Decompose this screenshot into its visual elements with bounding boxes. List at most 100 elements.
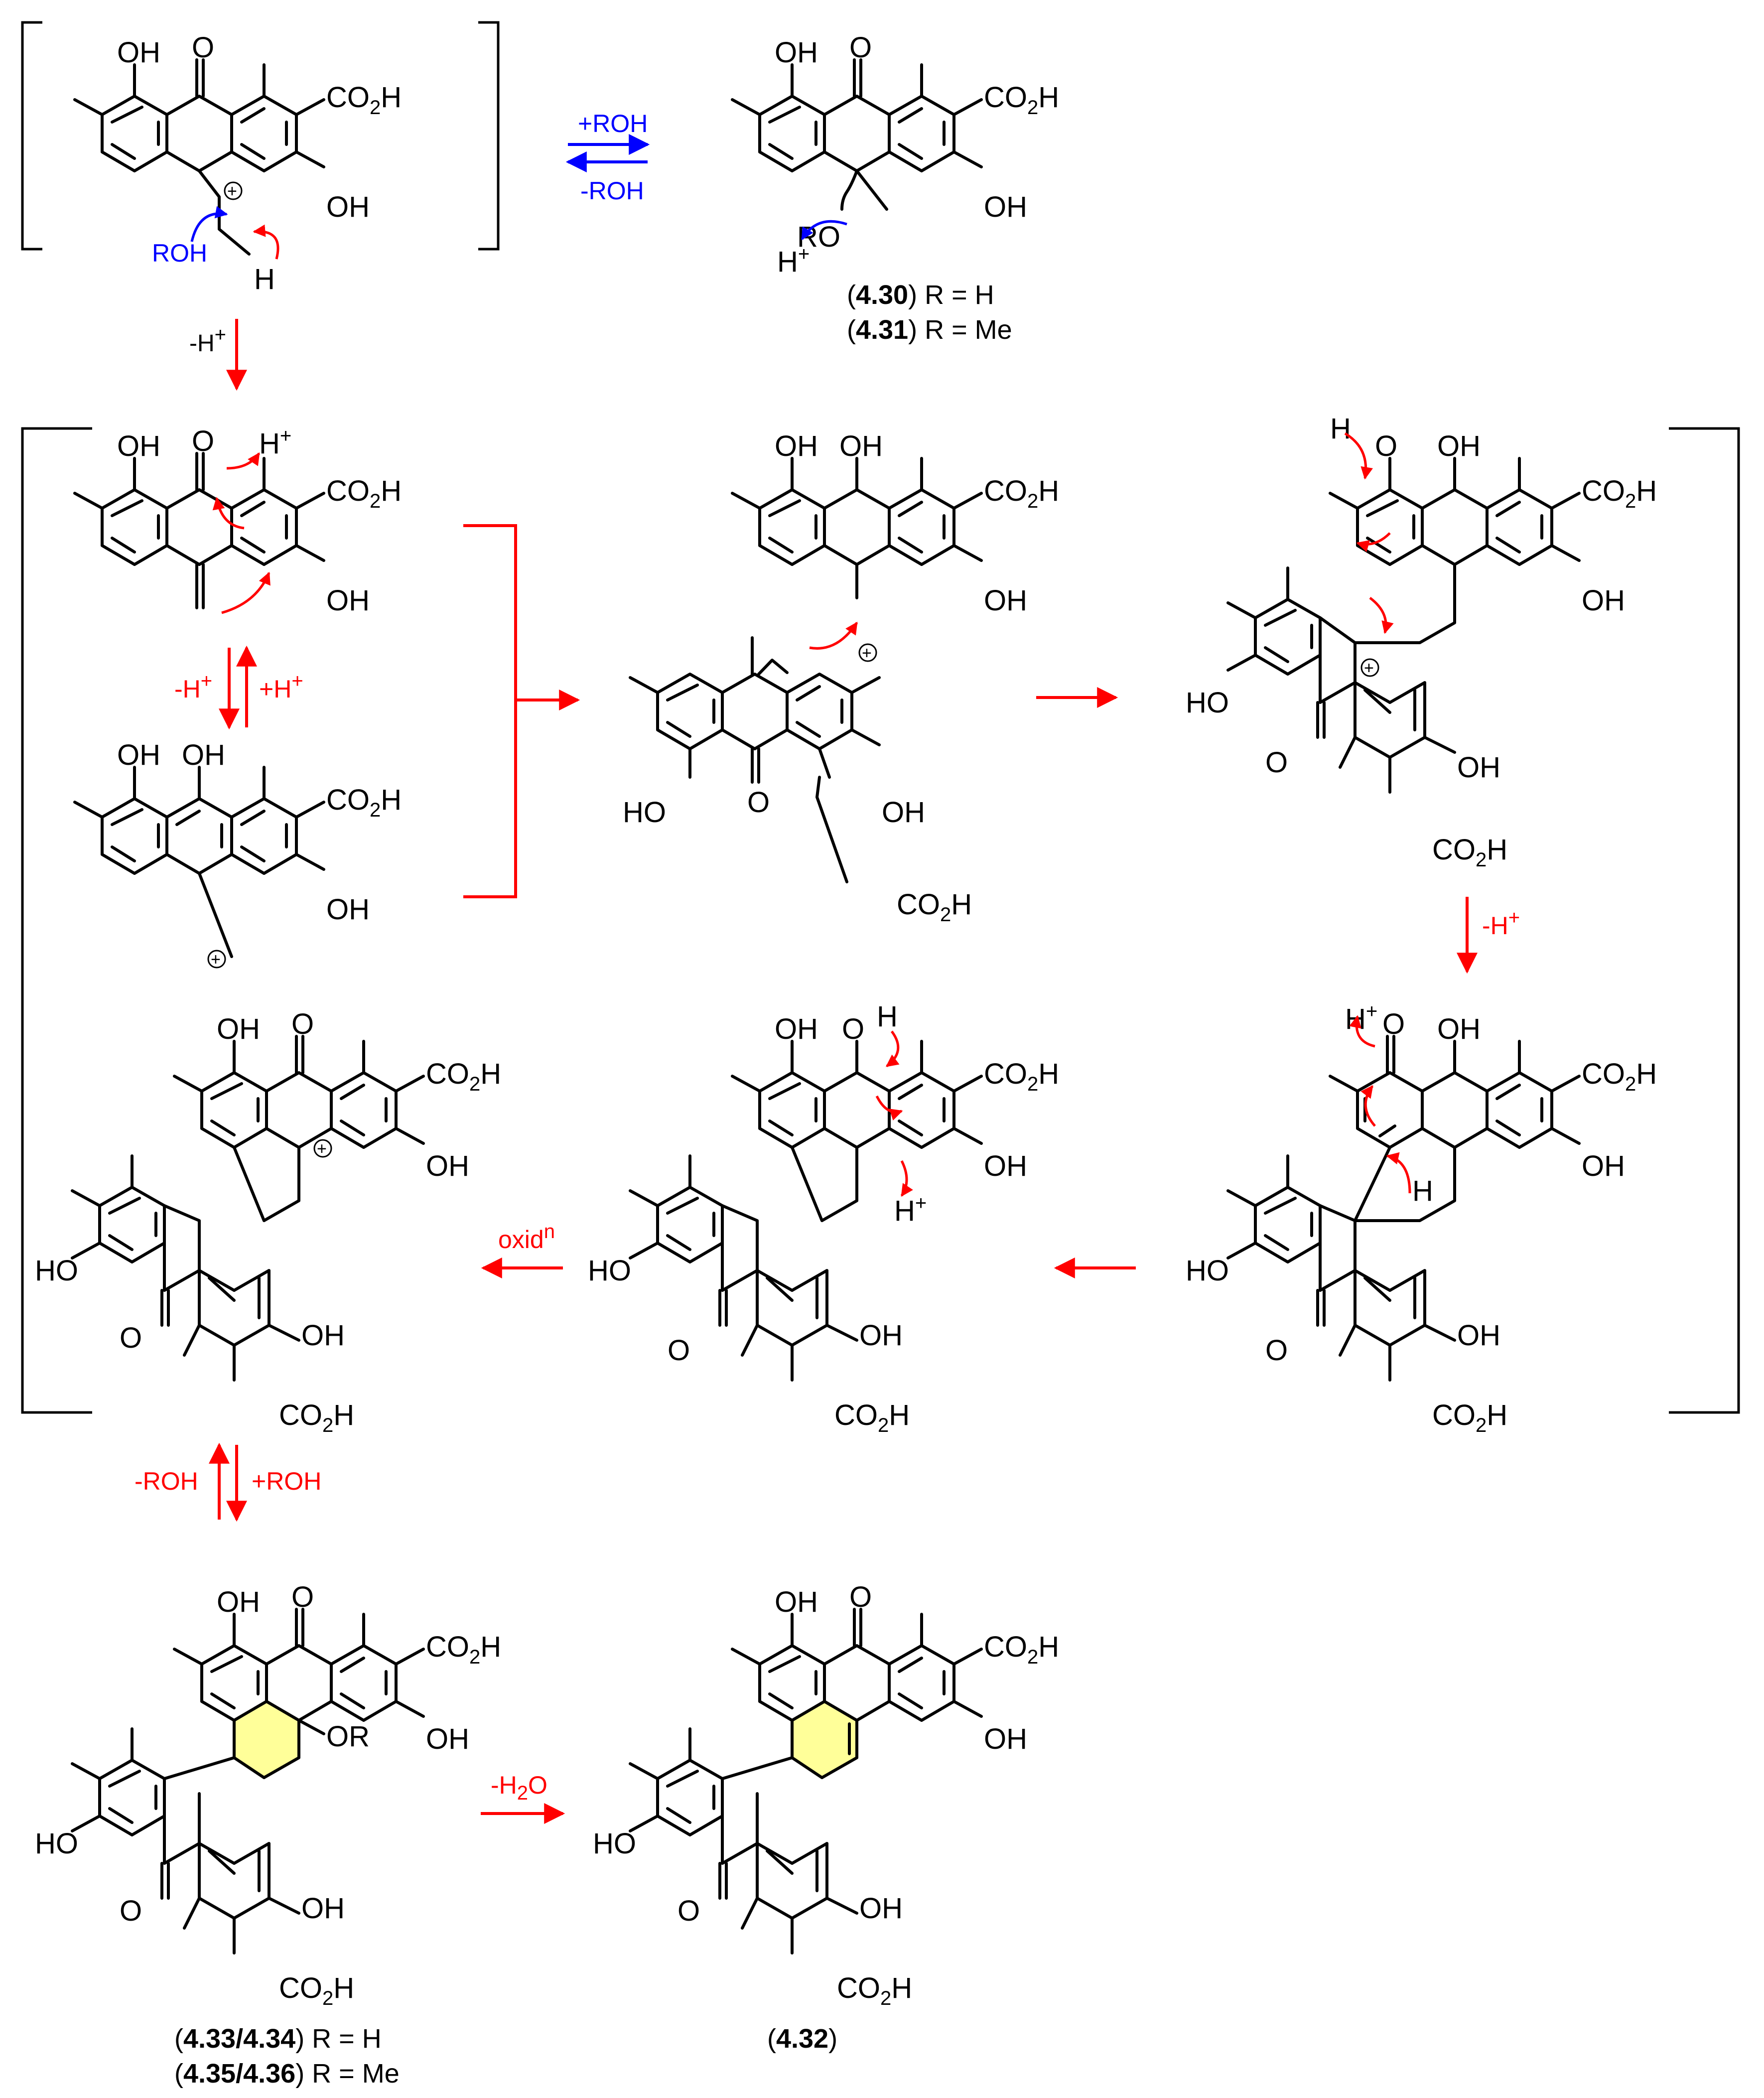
svg-text:HO: HO bbox=[1186, 1255, 1229, 1287]
svg-text:CO2H: CO2H bbox=[1432, 834, 1507, 871]
svg-text:CO2H: CO2H bbox=[837, 1972, 912, 2009]
svg-text:-H+: -H+ bbox=[1482, 907, 1520, 940]
svg-text:OH: OH bbox=[217, 1586, 260, 1618]
svg-text:(4.31) R = Me: (4.31) R = Me bbox=[847, 315, 1012, 345]
svg-text:OH: OH bbox=[1437, 1013, 1481, 1045]
svg-text:OH: OH bbox=[182, 739, 225, 771]
svg-text:O: O bbox=[1382, 1008, 1405, 1040]
svg-text:HO: HO bbox=[35, 1255, 78, 1287]
svg-text:O: O bbox=[747, 786, 770, 819]
svg-text:OH: OH bbox=[984, 1150, 1027, 1182]
svg-text:CO2H: CO2H bbox=[1582, 475, 1657, 512]
svg-text:H+: H+ bbox=[1345, 1000, 1377, 1035]
svg-text:OH: OH bbox=[1457, 1319, 1500, 1352]
svg-text:CO2H: CO2H bbox=[326, 81, 402, 119]
svg-text:H+: H+ bbox=[894, 1192, 927, 1227]
roh-equilibrium: -ROH +ROH bbox=[135, 1442, 321, 1522]
svg-text:oxidn: oxidn bbox=[498, 1221, 555, 1254]
svg-text:O: O bbox=[849, 31, 872, 64]
svg-text:OH: OH bbox=[117, 739, 160, 771]
enol-intermediate: OH O H CO2H OH H+ HO O OH CO2H bbox=[588, 1000, 1059, 1436]
highlighted-ring bbox=[792, 1701, 857, 1778]
svg-text:CO2H: CO2H bbox=[326, 784, 402, 821]
svg-text:OH: OH bbox=[882, 796, 925, 829]
positive-charge-icon bbox=[1360, 658, 1379, 677]
positive-charge-icon bbox=[858, 643, 877, 662]
svg-text:+: + bbox=[862, 644, 872, 663]
svg-text:OH: OH bbox=[775, 430, 818, 462]
svg-text:OH: OH bbox=[301, 1892, 345, 1925]
positive-charge-icon bbox=[313, 1139, 332, 1158]
svg-text:OH: OH bbox=[426, 1723, 469, 1755]
svg-text:+ROH: +ROH bbox=[578, 110, 648, 138]
polycyclic-cation: OH O CO2H OH + HO O OH CO2H bbox=[35, 1008, 501, 1436]
combine-arrow bbox=[463, 524, 580, 898]
svg-text:O: O bbox=[291, 1008, 314, 1040]
svg-text:CO2H: CO2H bbox=[1582, 1058, 1657, 1095]
svg-text:O: O bbox=[291, 1581, 314, 1613]
svg-text:-H+: -H+ bbox=[174, 670, 212, 703]
svg-text:O: O bbox=[1265, 746, 1288, 779]
svg-text:OR: OR bbox=[326, 1720, 370, 1753]
oxidation-arrow: oxidn bbox=[481, 1221, 563, 1278]
svg-text:HO: HO bbox=[588, 1255, 631, 1287]
svg-text:O: O bbox=[668, 1334, 690, 1367]
svg-text:OH: OH bbox=[117, 430, 160, 462]
svg-text:O: O bbox=[120, 1895, 142, 1927]
svg-text:CO2H: CO2H bbox=[897, 888, 972, 926]
svg-text:CO2H: CO2H bbox=[279, 1399, 354, 1436]
svg-text:-H2O: -H2O bbox=[491, 1771, 547, 1804]
svg-text:O: O bbox=[849, 1581, 872, 1613]
svg-text:H+: H+ bbox=[777, 243, 810, 278]
svg-text:O: O bbox=[1265, 1334, 1288, 1367]
svg-text:O: O bbox=[842, 1013, 864, 1045]
svg-text:HO: HO bbox=[623, 796, 666, 829]
tautomer-equilibrium: -H+ +H+ bbox=[174, 645, 303, 730]
svg-text:(4.35/4.36) R = Me: (4.35/4.36) R = Me bbox=[174, 2059, 400, 2089]
svg-text:-H+: -H+ bbox=[189, 324, 226, 357]
svg-text:CO2H: CO2H bbox=[984, 81, 1059, 119]
svg-text:+: + bbox=[227, 182, 237, 201]
svg-text:OH: OH bbox=[984, 191, 1027, 223]
bracket-right bbox=[478, 21, 500, 251]
svg-text:OH: OH bbox=[217, 1013, 260, 1045]
svg-text:OH: OH bbox=[775, 36, 818, 69]
svg-text:+: + bbox=[211, 950, 221, 969]
equilibrium-arrows-roh: +ROH -ROH bbox=[565, 110, 650, 205]
spiro-cation: H O OH CO2H OH HO O OH CO2H + bbox=[1186, 413, 1657, 871]
highlighted-ring bbox=[234, 1701, 299, 1778]
svg-text:H: H bbox=[877, 1000, 898, 1033]
svg-text:OH: OH bbox=[326, 893, 370, 926]
anthrol-cation: OH OH CO2H OH + bbox=[73, 739, 402, 969]
svg-text:CO2H: CO2H bbox=[984, 1631, 1059, 1668]
carbonyl-o: O bbox=[192, 31, 214, 64]
svg-text:H: H bbox=[1412, 1175, 1433, 1207]
svg-text:OH: OH bbox=[301, 1319, 345, 1352]
svg-text:OH: OH bbox=[326, 584, 370, 617]
svg-text:OH: OH bbox=[839, 430, 883, 462]
svg-text:O: O bbox=[1375, 430, 1397, 462]
svg-text:(4.32): (4.32) bbox=[767, 2024, 837, 2054]
svg-text:OH: OH bbox=[1582, 1150, 1625, 1182]
svg-text:CO2H: CO2H bbox=[426, 1058, 501, 1095]
svg-text:CO2H: CO2H bbox=[326, 475, 402, 512]
adduct-4-30: O OH CO2H OH RO H+ (4.30) R = H (4.31) R… bbox=[731, 31, 1059, 345]
methylene-anthrone: O OH CO2H OH H+ bbox=[73, 425, 402, 617]
dehydration-arrow: -H2O bbox=[481, 1771, 565, 1824]
svg-text:HO: HO bbox=[593, 1827, 636, 1860]
svg-text:H: H bbox=[1330, 413, 1351, 445]
positive-charge-icon bbox=[224, 181, 243, 200]
svg-text:-ROH: -ROH bbox=[135, 1467, 198, 1495]
svg-text:HO: HO bbox=[1186, 687, 1229, 719]
bracket-right-large bbox=[1669, 427, 1740, 1414]
dienone-intermediate: O OH H+ CO2H OH H HO O OH CO2H bbox=[1186, 1000, 1657, 1436]
svg-text:CO2H: CO2H bbox=[279, 1972, 354, 2009]
svg-text:CO2H: CO2H bbox=[984, 1058, 1059, 1095]
svg-text:+: + bbox=[317, 1139, 327, 1158]
svg-text:OH: OH bbox=[1437, 430, 1481, 462]
svg-text:(4.30) R = H: (4.30) R = H bbox=[847, 280, 994, 310]
svg-text:OH: OH bbox=[426, 1150, 469, 1182]
adduct-4-33: OH O CO2H OH OR HO O OH CO2H (4.33/4.34)… bbox=[35, 1581, 501, 2089]
svg-text:OH: OH bbox=[984, 1723, 1027, 1755]
